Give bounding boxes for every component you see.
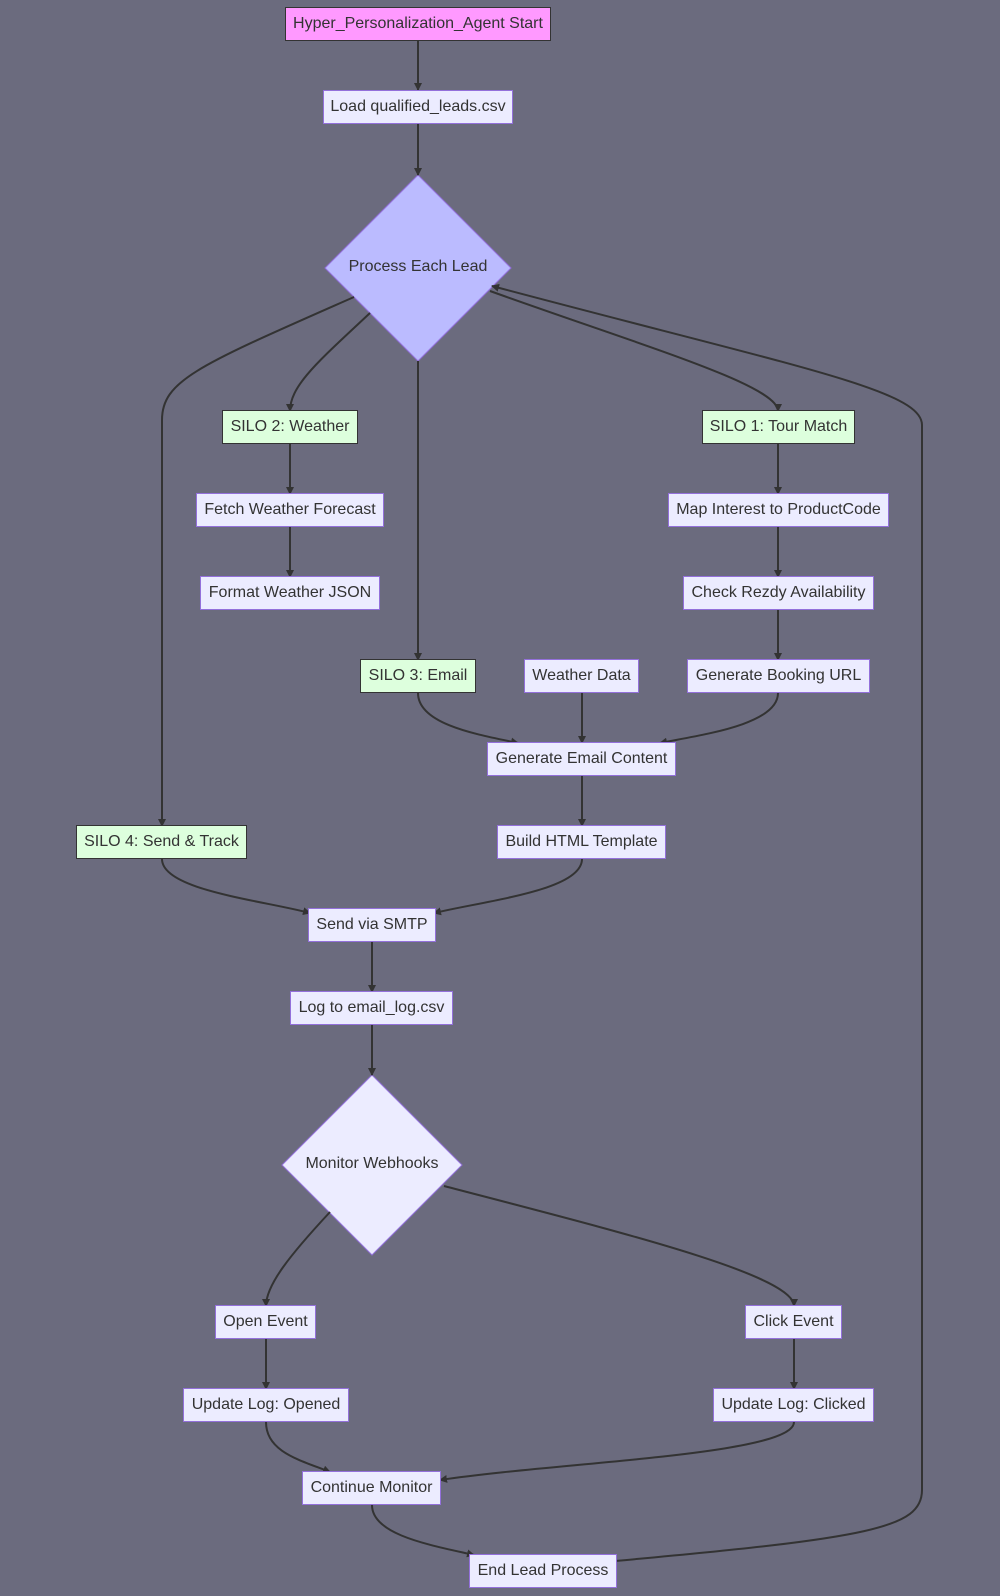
node-update-log-clicked: Update Log: Clicked [713,1388,874,1422]
edge-clicked-to-continue [439,1421,795,1483]
node-generate-booking-url: Generate Booking URL [687,659,870,693]
node-fetch-weather: Fetch Weather Forecast [196,493,384,527]
edge-end-to-process [491,283,923,1562]
edge-process-to-silo4 [158,296,355,827]
node-silo1-tour-match: SILO 1: Tour Match [702,410,855,444]
node-silo4-send-track: SILO 4: Send & Track [76,825,247,859]
node-load-leads: Load qualified_leads.csv [323,90,513,124]
node-start: Hyper_Personalization_Agent Start [285,7,551,41]
node-end-lead-process: End Lead Process [469,1554,617,1588]
edge-process-to-silo2 [286,312,371,412]
edge-html-to-smtp [433,858,583,916]
node-check-rezdy: Check Rezdy Availability [683,576,874,610]
node-format-weather: Format Weather JSON [200,576,380,610]
node-weather-data: Weather Data [524,659,639,693]
node-click-event: Click Event [745,1305,842,1339]
node-generate-email-content: Generate Email Content [487,742,676,776]
node-continue-monitor: Continue Monitor [302,1471,441,1505]
edge-opened-to-continue [265,1421,331,1474]
node-log-email: Log to email_log.csv [290,991,453,1025]
node-silo2-weather: SILO 2: Weather [222,410,358,444]
node-build-html-template: Build HTML Template [497,825,666,859]
monitor-webhooks-diamond [281,1074,463,1256]
node-open-event: Open Event [215,1305,316,1339]
node-send-via-smtp: Send via SMTP [308,908,436,942]
edge-process-to-silo1 [489,290,782,412]
node-update-log-opened: Update Log: Opened [183,1388,349,1422]
node-process-each-lead: Process Each Lead [348,258,488,275]
edge-silo3-to-email [417,692,519,746]
node-monitor-webhooks: Monitor Webhooks [305,1155,439,1172]
node-silo3-email: SILO 3: Email [360,659,476,693]
edge-booking-to-email [659,692,779,746]
edge-silo4-to-smtp [161,858,311,916]
edge-continue-to-end [371,1504,475,1558]
edge-monitor-to-click [443,1185,798,1307]
node-map-interest: Map Interest to ProductCode [668,493,889,527]
edge-monitor-to-open [262,1211,331,1307]
